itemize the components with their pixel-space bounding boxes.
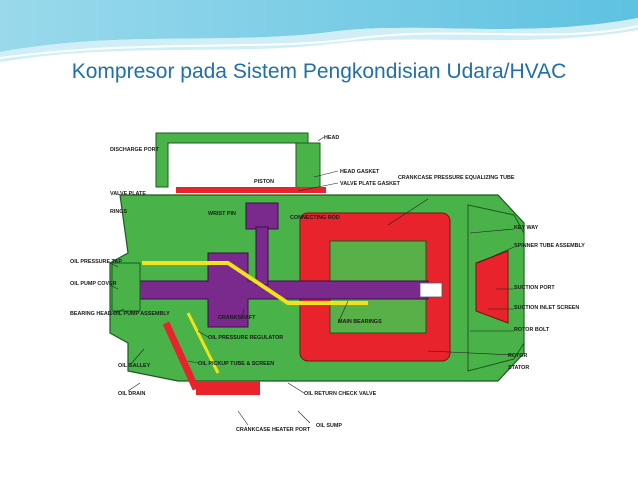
leader-line xyxy=(109,262,119,268)
leader-line xyxy=(127,382,141,392)
label-stator: STATOR xyxy=(508,365,529,371)
compressor-cutaway-diagram: HEAD DISCHARGE PORT HEAD GASKET VALVE PL… xyxy=(68,113,588,455)
label-spinner-tube: SPINNER TUBE ASSEMBLY xyxy=(514,243,585,249)
label-crankcase-heater: CRANKCASE HEATER PORT xyxy=(236,427,311,433)
label-connecting-rod: CONNECTING ROD xyxy=(290,215,340,221)
label-discharge-port: DISCHARGE PORT xyxy=(110,147,160,153)
label-oil-gallery: OIL GALLEY xyxy=(118,363,151,369)
label-valve-plate-gasket: VALVE PLATE GASKET xyxy=(340,181,401,187)
leader-line xyxy=(317,136,325,142)
leader-line xyxy=(387,198,429,226)
leader-line xyxy=(129,348,145,366)
label-head: HEAD xyxy=(324,135,339,141)
label-key-way: KEY WAY xyxy=(514,225,539,231)
leader-line xyxy=(241,308,245,320)
bearing-head xyxy=(111,262,141,312)
label-oil-sump: OIL SUMP xyxy=(316,423,342,429)
label-oil-pump-cover: OIL PUMP COVER xyxy=(70,281,117,287)
label-head-gasket: HEAD GASKET xyxy=(340,169,380,175)
head xyxy=(295,142,321,192)
label-rotor-bolt: ROTOR BOLT xyxy=(514,327,550,333)
oil-pressure-line xyxy=(142,261,368,305)
leader-line xyxy=(313,170,339,178)
label-valve-plate: VALVE PLATE xyxy=(110,191,146,197)
label-oil-return: OIL RETURN CHECK VALVE xyxy=(304,391,377,397)
label-oil-pressure-regulator: OIL PRESSURE REGULATOR xyxy=(208,335,283,341)
oil-return-line xyxy=(186,312,220,374)
label-suction-port: SUCTION PORT xyxy=(514,285,555,291)
crankshaft-extension xyxy=(419,282,443,298)
leader-line xyxy=(109,308,125,316)
crankshaft xyxy=(137,252,429,328)
label-oil-pickup: OIL PICKUP TUBE & SCREEN xyxy=(198,361,274,367)
oil-sump xyxy=(196,381,260,395)
valve-plate xyxy=(176,187,326,193)
piston xyxy=(245,202,279,230)
leader-line xyxy=(187,360,199,364)
leader-line xyxy=(297,410,311,424)
label-main-bearings: MAIN BEARINGS xyxy=(338,319,382,325)
leader-line xyxy=(337,300,349,324)
connecting-rod xyxy=(255,226,269,286)
leader-line xyxy=(197,330,209,338)
label-suction-inlet: SUCTION INLET SCREEN xyxy=(514,305,579,311)
leader-line xyxy=(109,284,119,290)
leader-line xyxy=(427,350,515,356)
label-rotor: ROTOR xyxy=(508,353,527,359)
leader-line xyxy=(477,246,515,264)
oil-pickup-tube xyxy=(162,321,200,391)
leader-line xyxy=(237,410,249,426)
slide-title: Kompresor pada Sistem Pengkondisian Udar… xyxy=(71,60,567,83)
suction-port xyxy=(475,250,509,324)
header-wave-banner xyxy=(0,0,638,62)
leader-line xyxy=(287,382,305,394)
label-crankshaft: CRANKSHAFT xyxy=(218,315,256,321)
leader-line xyxy=(469,228,515,234)
label-crankcase-tube: CRANKCASE PRESSURE EQUALIZING TUBE xyxy=(398,175,515,181)
label-oil-drain: OIL DRAIN xyxy=(118,391,146,397)
label-oil-pressure-tap: OIL PRESSURE TAP xyxy=(70,259,122,265)
label-wrist-pin: WRIST PIN xyxy=(208,211,236,217)
label-piston: PISTON xyxy=(254,179,274,185)
label-rings: RINGS xyxy=(110,209,127,215)
leader-line xyxy=(297,182,339,192)
label-bearing-head: BEARING HEAD OIL PUMP ASSEMBLY xyxy=(70,311,170,317)
